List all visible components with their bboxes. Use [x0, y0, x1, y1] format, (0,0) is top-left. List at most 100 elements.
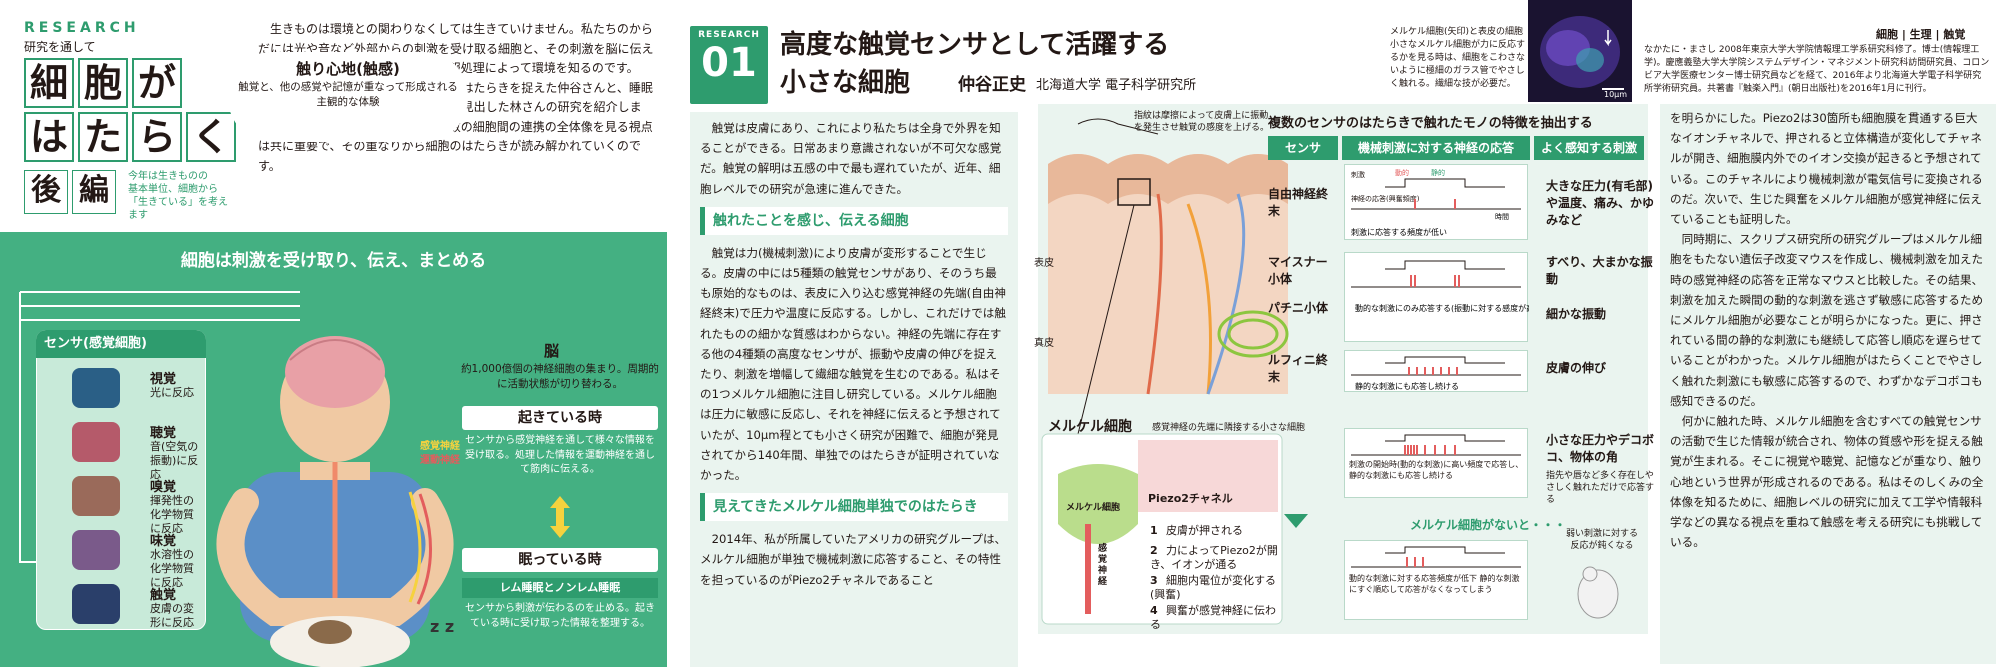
- merkel-stimulus: 小さな圧力やデコボコ、物体の角: [1546, 433, 1655, 464]
- response-chart: 刺激 動的 静的 神経の応答(興奮頻度) 時間 刺激に応答する頻度が低い: [1344, 164, 1528, 240]
- mouse-note: 弱い刺激に対する反応が鈍くなる: [1565, 529, 1638, 551]
- col-header-stimulus: よく感知する刺激: [1534, 136, 1644, 160]
- sensor-header: センサ(感覚細胞): [36, 330, 206, 358]
- sensor-figure: 指紋は摩擦によって皮膚上に振動を発生させ触覚の感度を上げる。 表皮 真皮 メルケ…: [1034, 104, 1648, 634]
- sensor-name: ルフィニ終末: [1268, 353, 1328, 384]
- merkel-cell-label: メルケル細胞: [1066, 503, 1121, 513]
- image-caption: メルケル細胞(矢印)と表皮の細胞 小さなメルケル細胞が力に反応するかを見る時は、…: [1390, 27, 1526, 89]
- sense-desc: 皮膚の変形に反応: [150, 602, 194, 629]
- microscope-image: 10μm: [1528, 0, 1632, 102]
- response-note: 動的な刺激にのみ応答する(振動に対する感度が高い): [1355, 303, 1529, 313]
- sense-name: 触覚: [150, 588, 177, 603]
- response-chart: 静的な刺激にも応答し続ける: [1344, 350, 1528, 392]
- title-char: 胞: [78, 58, 128, 108]
- paragraph: 2014年、私が所属していたアメリカの研究グループは、メルケル細胞が単独で機械刺…: [700, 532, 1007, 587]
- article-spread: RESEARCH 01 高度な触覚センサとして活躍する 小さな細胞 仲谷正史 北…: [690, 0, 2000, 667]
- part-char: 後: [24, 170, 68, 214]
- author-name: 仲谷正史: [958, 75, 1026, 95]
- section-heading: 触れたことを感じ、伝える細胞: [700, 206, 1008, 235]
- svg-text:z z: z z: [430, 617, 454, 636]
- figure-illustration: z z: [19, 291, 570, 667]
- article-title-line2: 小さな細胞: [780, 68, 911, 98]
- nerve-labels: 感覚神経 運動神経: [420, 441, 460, 466]
- sleep-title: 眠っている時: [462, 548, 658, 572]
- article-title-line1: 高度な触覚センサとして活躍する: [780, 30, 1170, 60]
- axis-label-time: 時間: [1495, 213, 1509, 221]
- sense-name: 視覚: [150, 372, 177, 387]
- sense-desc: 揮発性の化学物質に反応: [150, 494, 194, 535]
- title-char: 細: [24, 58, 74, 108]
- author-affiliation: 北海道大学 電子科学研究所: [1036, 78, 1197, 93]
- sense-desc: 音(空気の振動)に反応: [150, 440, 199, 481]
- col-header-sensor: センサ: [1268, 136, 1338, 160]
- title-char: が: [132, 58, 182, 108]
- scale-label: 10μm: [1604, 90, 1628, 99]
- axis-label-dynamic: 動的: [1395, 168, 1409, 177]
- brain-desc: 約1,000億個の神経細胞の集まり。周期的に活動状態が切り替わる。: [461, 363, 659, 390]
- author-bio: なかたに・まさし 2008年東京大学大学院情報理工学系研究科修了。博士(情報理工…: [1644, 45, 1990, 94]
- axis-label-static: 静的: [1431, 168, 1445, 177]
- taste-icon: [72, 530, 120, 570]
- response-note: 静的な刺激にも応答し続ける: [1355, 381, 1459, 391]
- badge-number: 01: [701, 40, 757, 86]
- sense-name: 嗅覚: [150, 480, 177, 495]
- touch-icon: [72, 584, 120, 624]
- keywords: 細胞 | 生理 | 触覚: [1876, 28, 1966, 41]
- sense-desc: 水溶性の化学物質に反応: [150, 548, 194, 589]
- no-merkel-desc: 動的な刺激に対する応答頻度が低下 静的な刺激にすぐ順応して応答がなくなってしまう: [1349, 574, 1520, 594]
- section-label: RESEARCH: [24, 20, 140, 36]
- merkel-subtitle: 感覚神経の先端に隣接する小さな細胞: [1152, 423, 1306, 433]
- title-char: は: [24, 112, 74, 162]
- axis-label-response: 神経の応答(興奮頻度): [1351, 194, 1420, 203]
- awake-title: 起きている時: [462, 406, 658, 430]
- merkel-response-note: 刺激の開始時(動的な刺激)に高い頻度で応答し、静的な刺激にも応答し続ける: [1349, 460, 1524, 480]
- paragraph: 触覚は力(機械刺激)により皮膚が変形することで生じる。皮膚の中には5種類の触覚セ…: [700, 245, 1006, 483]
- sensory-nerve-label: 感覚神経: [1098, 544, 1108, 587]
- series-title: 細 胞 が は た ら く 後 編 今年は生きものの 基本単位、細胞から 「生き…: [24, 58, 236, 228]
- table-title: 複数のセンサのはたらきで触れたモノの特徴を抽出する: [1268, 116, 1593, 131]
- merkel-response-chart: 刺激の開始時(動的な刺激)に高い頻度で応答し、静的な刺激にも応答し続ける: [1344, 428, 1528, 498]
- article-column-1: 触覚は皮膚にあり、これにより私たちは全身で外界を知ることができる。日常あまり意識…: [690, 112, 1018, 667]
- stimulus-text: 細かな振動: [1546, 307, 1607, 321]
- stimulus-text: 皮膚の伸び: [1546, 361, 1607, 375]
- axis-label-stim: 刺激: [1351, 170, 1365, 179]
- finger-note: 指紋は摩擦によって皮膚上に振動を発生させ触覚の感度を上げる。: [1134, 111, 1270, 133]
- badge-label: RESEARCH: [698, 30, 760, 40]
- piezo-label: Piezo2チャネル: [1148, 492, 1233, 505]
- sensor-name: 自由神経終末: [1268, 187, 1329, 218]
- awake-desc: センサから感覚神経を通して様々な情報を受け取る。処理した情報を運動神経を通して筋…: [465, 435, 655, 475]
- section-heading: 見えてきたメルケル細胞単独でのはたらき: [700, 493, 1008, 522]
- sleep-subtitle: レム睡眠とノンレム睡眠: [462, 578, 658, 598]
- title-note: 今年は生きものの 基本単位、細胞から 「生きている」を考えます: [128, 171, 228, 221]
- dermis-label: 真皮: [1034, 338, 1054, 349]
- sense-name: 味覚: [150, 534, 177, 549]
- part-char: 編: [72, 170, 116, 214]
- section-sublabel: 研究を通して: [24, 40, 96, 54]
- sense-desc: 光に反応: [150, 386, 194, 399]
- paragraph: 触覚は皮膚にあり、これにより私たちは全身で外界を知ることができる。日常あまり意識…: [700, 121, 1002, 196]
- no-merkel-chart: 動的な刺激に対する応答頻度が低下 静的な刺激にすぐ順応して応答がなくなってしまう: [1344, 540, 1528, 620]
- article-badge: [690, 26, 768, 104]
- stimulus-text: すべり、大まかな振動: [1546, 255, 1653, 286]
- brain-title: 脳: [544, 342, 560, 360]
- col-header-response: 機械刺激に対する神経の応答: [1342, 136, 1530, 160]
- sensor-name: マイスナー小体: [1268, 255, 1328, 286]
- paragraph: 何かに触れた時、メルケル細胞を含むすべての触覚センサの活動で生じた情報が統合され…: [1670, 414, 1984, 550]
- title-char: ら: [132, 112, 182, 162]
- vision-icon: [72, 368, 120, 408]
- figure-header: 細胞は刺激を受け取り、伝え、まとめる: [180, 251, 487, 271]
- left-page: RESEARCH 研究を通して 細 胞 が は た ら く 後 編 今年は生きも…: [0, 0, 667, 667]
- sensor-name: パチニ小体: [1268, 301, 1329, 315]
- cloud-desc: 触覚と、他の感覚や記憶が重なって形成される主観的な体験: [238, 81, 458, 108]
- title-char: た: [78, 112, 128, 162]
- merkel-stimulus-note: 指先や唇など多く存在しやさしく触れただけで応答する: [1546, 471, 1655, 505]
- article-column-3: を明らかにした。Piezo2は30箇所も細胞膜を貫通する巨大なイオンチャネルで、…: [1660, 104, 1996, 664]
- paragraph: を明らかにした。Piezo2は30箇所も細胞膜を貫通する巨大なイオンチャネルで、…: [1670, 111, 1983, 227]
- response-note: 刺激に応答する頻度が低い: [1351, 227, 1447, 237]
- smell-icon: [72, 476, 120, 516]
- stimulus-text: 大きな圧力(有毛部)や温度、痛み、かゆみなど: [1546, 179, 1655, 227]
